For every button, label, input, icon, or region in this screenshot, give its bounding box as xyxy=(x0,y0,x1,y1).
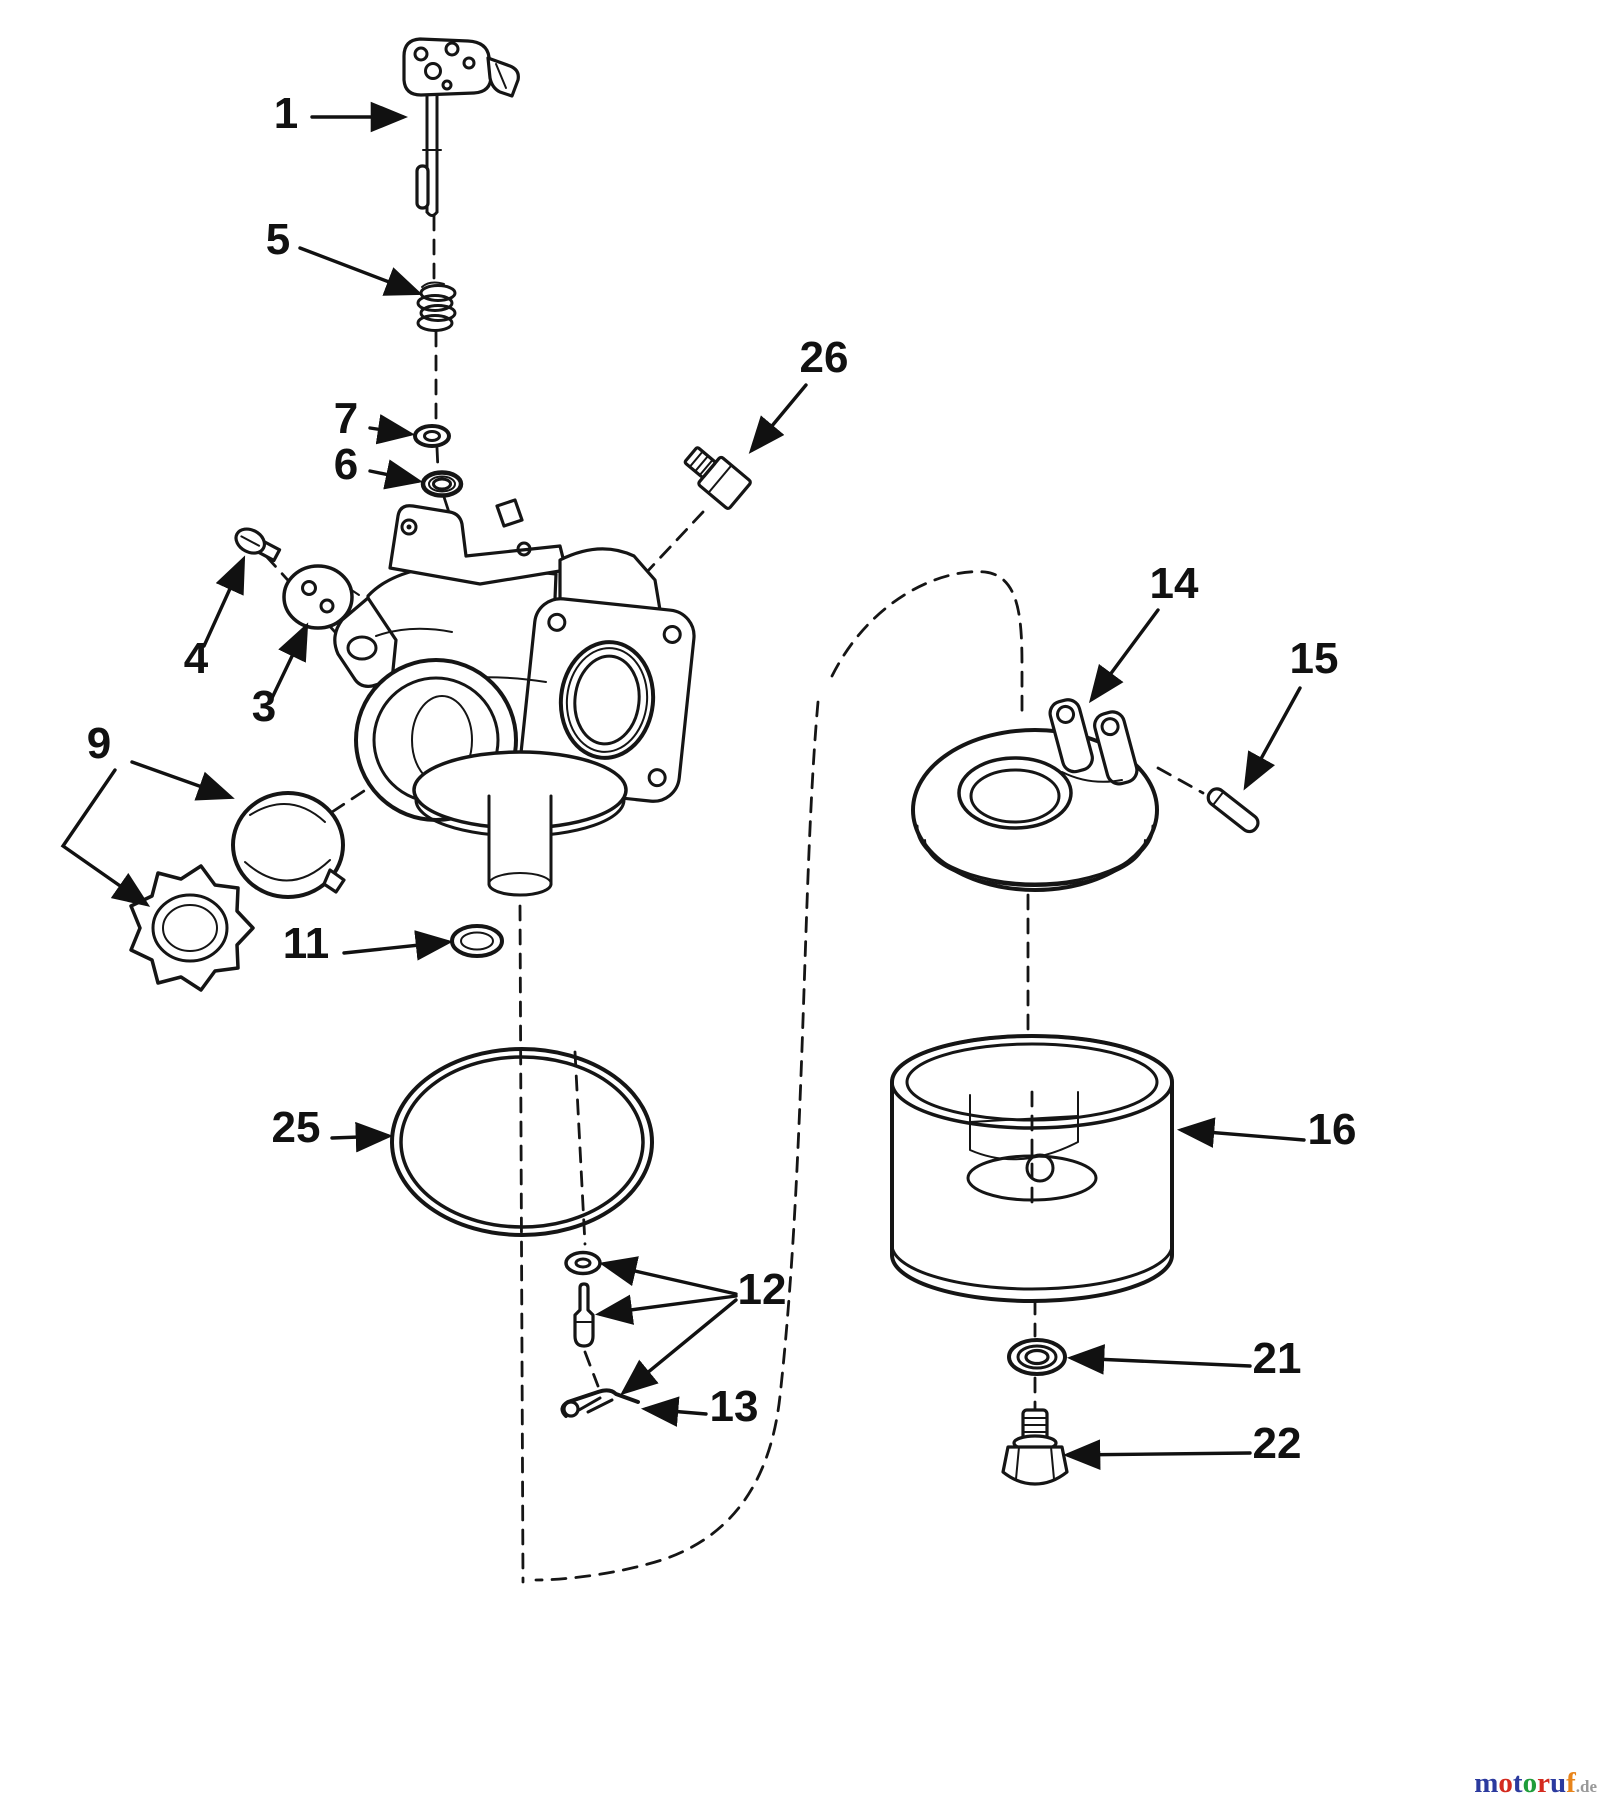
watermark-letter: u xyxy=(1550,1767,1566,1799)
leader-arrow-16 xyxy=(1176,1117,1306,1148)
part-label-3: 3 xyxy=(252,682,276,731)
part-4-screw xyxy=(234,527,282,563)
part-label-7: 7 xyxy=(334,394,358,443)
part-label-22: 22 xyxy=(1253,1419,1302,1468)
leader-arrow-9b xyxy=(130,760,235,801)
part-22-bolt xyxy=(1001,1408,1069,1486)
float-assembly xyxy=(911,698,1260,892)
watermark-letter: o xyxy=(1523,1767,1538,1799)
part-label-16: 16 xyxy=(1308,1105,1357,1154)
part-13-clip xyxy=(560,1388,640,1418)
site-watermark: motoruf.de xyxy=(1474,1767,1597,1799)
part-label-26: 26 xyxy=(800,333,849,382)
watermark-suffix: .de xyxy=(1576,1777,1598,1796)
part-label-13: 13 xyxy=(710,1382,759,1431)
part-1-throttle-shaft xyxy=(402,37,520,217)
leader-arrow-21 xyxy=(1066,1344,1252,1375)
part-label-11: 11 xyxy=(283,919,330,968)
part-5-spring xyxy=(416,281,457,332)
part-label-1: 1 xyxy=(274,89,298,138)
leader-arrow-14 xyxy=(1088,608,1160,704)
part-21-washer xyxy=(1007,1338,1067,1376)
leader-arrow-26 xyxy=(748,383,808,454)
watermark-letter: t xyxy=(1513,1767,1523,1799)
part-label-5: 5 xyxy=(266,215,290,264)
part-label-9: 9 xyxy=(87,719,111,768)
leader-arrow-9a xyxy=(60,768,151,907)
leader-arrow-5 xyxy=(298,246,423,296)
part-6-washer xyxy=(420,470,464,498)
part-label-14: 14 xyxy=(1150,559,1199,608)
watermark-letter: o xyxy=(1498,1767,1513,1799)
part-26-fitting xyxy=(683,446,752,510)
part-label-21: 21 xyxy=(1253,1334,1302,1383)
leader-arrow-13 xyxy=(640,1396,708,1427)
part-14-hinge xyxy=(1048,698,1139,786)
part-label-6: 6 xyxy=(334,440,358,489)
assembly-dashed-lines xyxy=(264,214,1205,1584)
watermark-letter: m xyxy=(1474,1767,1498,1799)
leader-arrow-4 xyxy=(202,555,246,648)
part-7-washer xyxy=(413,424,451,448)
leader-arrow-22 xyxy=(1062,1439,1252,1470)
part-12-needle-seat xyxy=(564,1250,602,1348)
part-labels: 1 5 7 6 26 4 3 9 11 25 12 13 14 15 16 21… xyxy=(87,89,1357,1468)
leader-arrow-25 xyxy=(330,1121,394,1153)
part-11-seal xyxy=(450,924,504,958)
leader-arrow-6 xyxy=(368,459,423,490)
part-label-25: 25 xyxy=(272,1103,321,1152)
part-15-pin xyxy=(1206,787,1260,834)
watermark-letter: r xyxy=(1537,1767,1550,1799)
leader-arrow-12b xyxy=(594,1294,738,1325)
part-9-primer-assembly xyxy=(129,791,346,992)
leader-arrow-12c xyxy=(620,1298,738,1396)
leader-arrow-12a xyxy=(599,1256,738,1296)
watermark-letter: f xyxy=(1566,1767,1576,1799)
leader-arrow-15 xyxy=(1243,686,1302,791)
carburetor-body xyxy=(333,498,696,897)
part-label-15: 15 xyxy=(1290,634,1339,683)
part-label-12: 12 xyxy=(738,1265,787,1314)
leader-arrow-7 xyxy=(368,414,416,445)
part-3-disc xyxy=(282,564,360,630)
leader-arrow-3 xyxy=(270,622,309,700)
part-label-4: 4 xyxy=(184,634,209,683)
leader-arrow-11 xyxy=(342,930,454,961)
leader-arrows xyxy=(60,101,1306,1470)
